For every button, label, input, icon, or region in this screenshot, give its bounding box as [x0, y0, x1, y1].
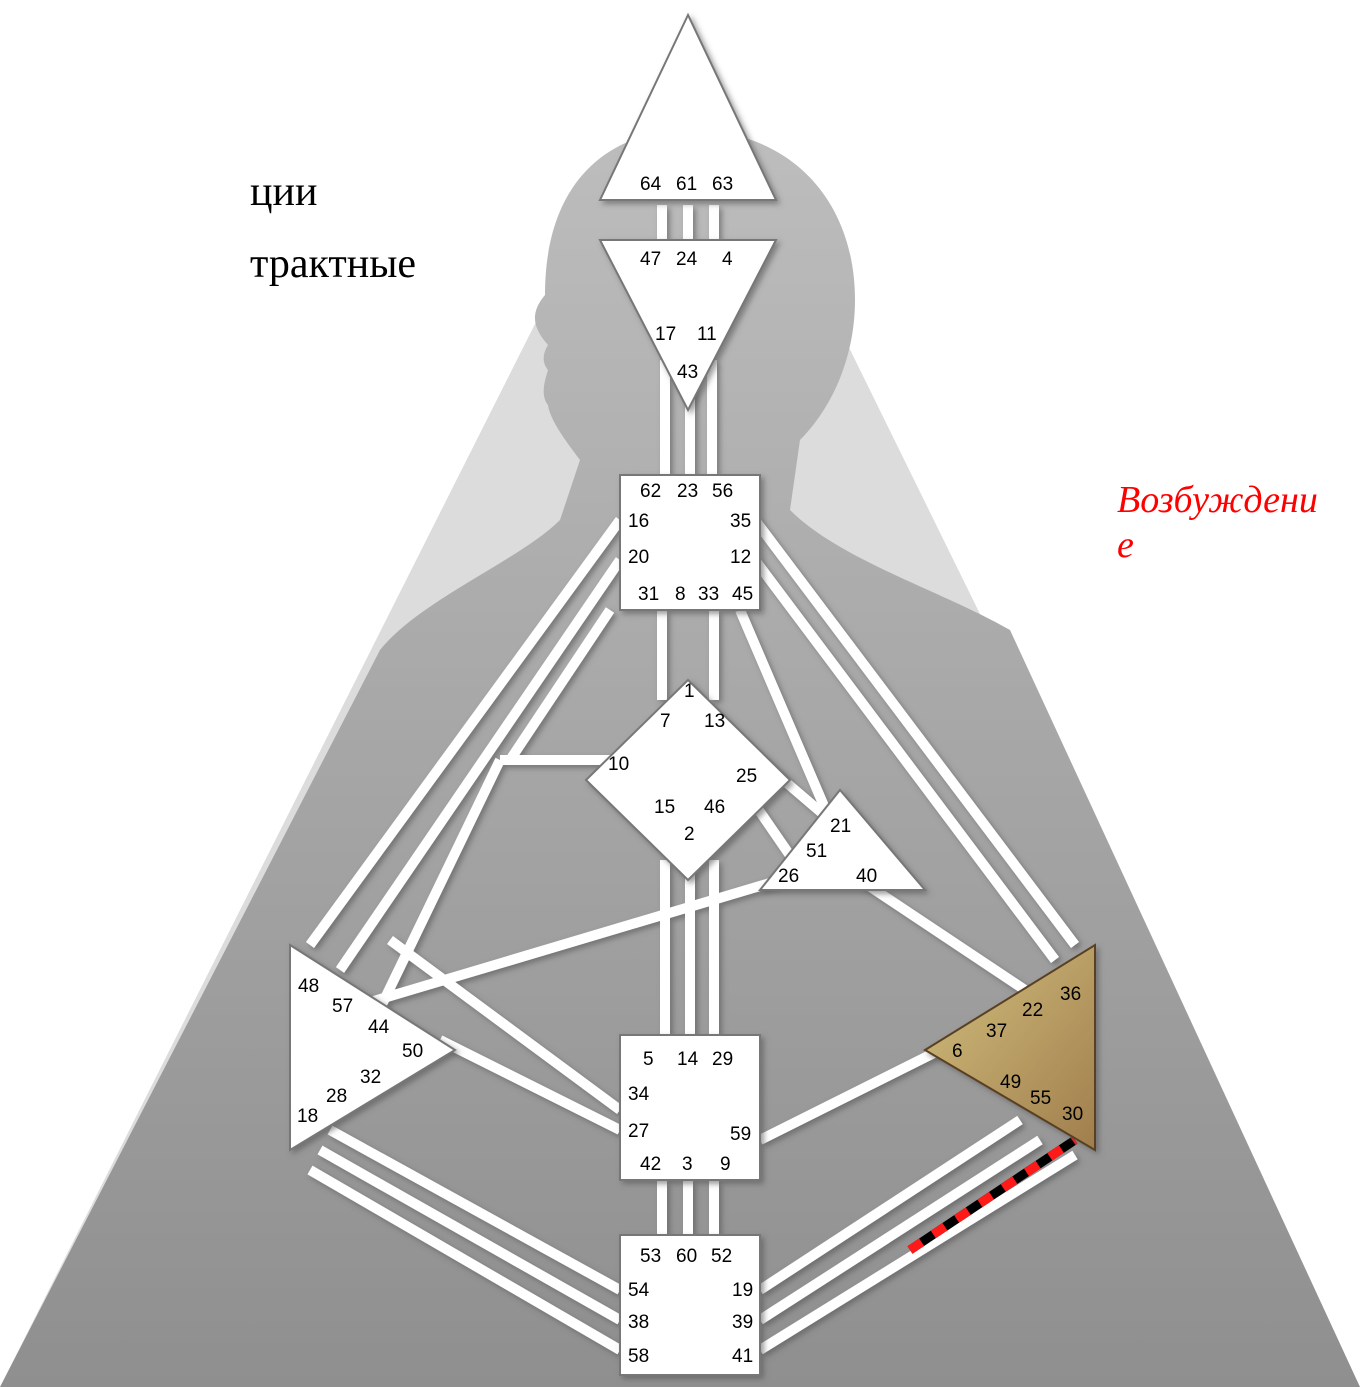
gate-53: 53: [640, 1246, 661, 1267]
gate-45: 45: [732, 584, 753, 605]
gate-10: 10: [608, 754, 629, 775]
gate-12: 12: [730, 547, 751, 568]
gate-36: 36: [1060, 984, 1081, 1005]
gate-57: 57: [332, 996, 353, 1017]
gate-23: 23: [677, 481, 698, 502]
gate-60: 60: [676, 1246, 697, 1267]
gate-26: 26: [778, 866, 799, 887]
gate-58: 58: [628, 1346, 649, 1367]
gate-14: 14: [677, 1049, 699, 1070]
g-center[interactable]: [584, 678, 792, 882]
throat-center[interactable]: [619, 474, 761, 611]
gate-30: 30: [1062, 1104, 1083, 1125]
gate-54: 54: [628, 1280, 650, 1301]
gate-24: 24: [676, 249, 698, 270]
gate-28: 28: [326, 1086, 347, 1107]
gate-19: 19: [732, 1280, 753, 1301]
gate-42: 42: [640, 1154, 661, 1175]
ajna-center[interactable]: [598, 239, 778, 413]
gate-46: 46: [704, 797, 725, 818]
annotation-line-1: Возбуждени: [1117, 479, 1318, 521]
gate-27: 27: [628, 1121, 649, 1142]
gate-37: 37: [986, 1021, 1007, 1042]
gate-labels: 64 61 63 47 24 4 17 11 43 62 23 56 16 35…: [297, 174, 1083, 1367]
gate-55: 55: [1030, 1088, 1051, 1109]
gate-63: 63: [712, 174, 733, 195]
gate-21: 21: [830, 816, 851, 837]
gate-44: 44: [368, 1017, 390, 1038]
heart-center[interactable]: [757, 788, 928, 891]
gate-62: 62: [640, 481, 661, 502]
slide-text-line-2: трактные: [250, 241, 417, 287]
gate-6: 6: [952, 1041, 963, 1062]
gate-50: 50: [402, 1041, 423, 1062]
gate-11: 11: [697, 324, 717, 345]
gate-1: 1: [684, 681, 695, 702]
gate-43: 43: [677, 362, 698, 383]
gate-18: 18: [297, 1106, 318, 1127]
gate-2: 2: [684, 824, 695, 845]
gate-49: 49: [1000, 1072, 1021, 1093]
gate-59: 59: [730, 1124, 751, 1145]
gate-47: 47: [640, 249, 661, 270]
gate-34: 34: [628, 1084, 650, 1105]
gate-4: 4: [722, 249, 733, 270]
annotation-line-2: е: [1117, 524, 1134, 566]
gate-64: 64: [640, 174, 662, 195]
gate-61: 61: [676, 174, 697, 195]
sacral-center[interactable]: [619, 1034, 761, 1181]
gate-15: 15: [654, 797, 675, 818]
gate-17: 17: [655, 324, 676, 345]
gate-29: 29: [712, 1049, 733, 1070]
gate-39: 39: [732, 1312, 753, 1333]
slide-text-line-1: ции: [250, 169, 318, 215]
gate-32: 32: [360, 1067, 381, 1088]
gate-20: 20: [628, 547, 649, 568]
gate-48: 48: [298, 976, 319, 997]
activated-channel-30-41-dashes: [907, 1136, 1078, 1254]
gate-7: 7: [660, 711, 671, 732]
gate-33: 33: [698, 584, 719, 605]
gate-51: 51: [806, 841, 827, 862]
spleen-center[interactable]: [289, 943, 457, 1152]
gate-52: 52: [711, 1246, 732, 1267]
head-center[interactable]: [598, 12, 778, 201]
solar-plexus-center[interactable]: [923, 943, 1096, 1152]
gate-38: 38: [628, 1312, 649, 1333]
gate-25: 25: [736, 766, 757, 787]
gate-56: 56: [712, 481, 733, 502]
gate-3: 3: [682, 1154, 693, 1175]
gate-13: 13: [704, 711, 725, 732]
gate-5: 5: [643, 1049, 654, 1070]
gate-40: 40: [856, 866, 877, 887]
gate-16: 16: [628, 511, 649, 532]
gate-41: 41: [732, 1346, 753, 1367]
gate-9: 9: [720, 1154, 731, 1175]
channels: [305, 205, 1079, 1355]
gate-8: 8: [675, 584, 686, 605]
centers: [289, 12, 1096, 1376]
root-center[interactable]: [619, 1234, 761, 1376]
gate-35: 35: [730, 511, 751, 532]
gate-31: 31: [638, 584, 659, 605]
gate-22: 22: [1022, 1000, 1043, 1021]
